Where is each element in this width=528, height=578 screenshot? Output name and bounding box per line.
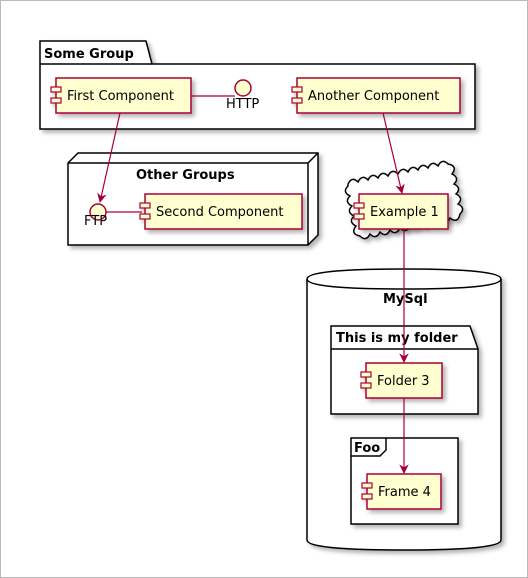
arrow-another-to-example1: [382, 112, 405, 194]
component-first-label: First Component: [67, 89, 174, 104]
component-second[interactable]: [139, 193, 303, 230]
component-another[interactable]: [291, 77, 461, 114]
component-another-label: Another Component: [308, 89, 439, 104]
arrow-first-to-ftp: [97, 112, 121, 203]
database-mysql-label: MySql: [383, 292, 428, 307]
component-frame4[interactable]: [361, 473, 442, 510]
component-example1[interactable]: [353, 193, 449, 230]
component-folder3[interactable]: [360, 362, 443, 399]
component-second-label: Second Component: [156, 205, 283, 220]
component-folder3-label: Folder 3: [377, 374, 430, 389]
package-my-folder-label: This is my folder: [336, 331, 458, 346]
package-some-group-label: Some Group: [44, 47, 134, 62]
component-frame4-label: Frame 4: [378, 485, 431, 500]
interface-ftp-label: FTP: [84, 214, 107, 229]
interface-http[interactable]: [234, 79, 252, 97]
component-example1-label: Example 1: [370, 205, 439, 220]
node-other-groups-label: Other Groups: [136, 168, 235, 183]
frame-foo-label: Foo: [354, 441, 380, 456]
interface-http-label: HTTP: [226, 97, 259, 112]
